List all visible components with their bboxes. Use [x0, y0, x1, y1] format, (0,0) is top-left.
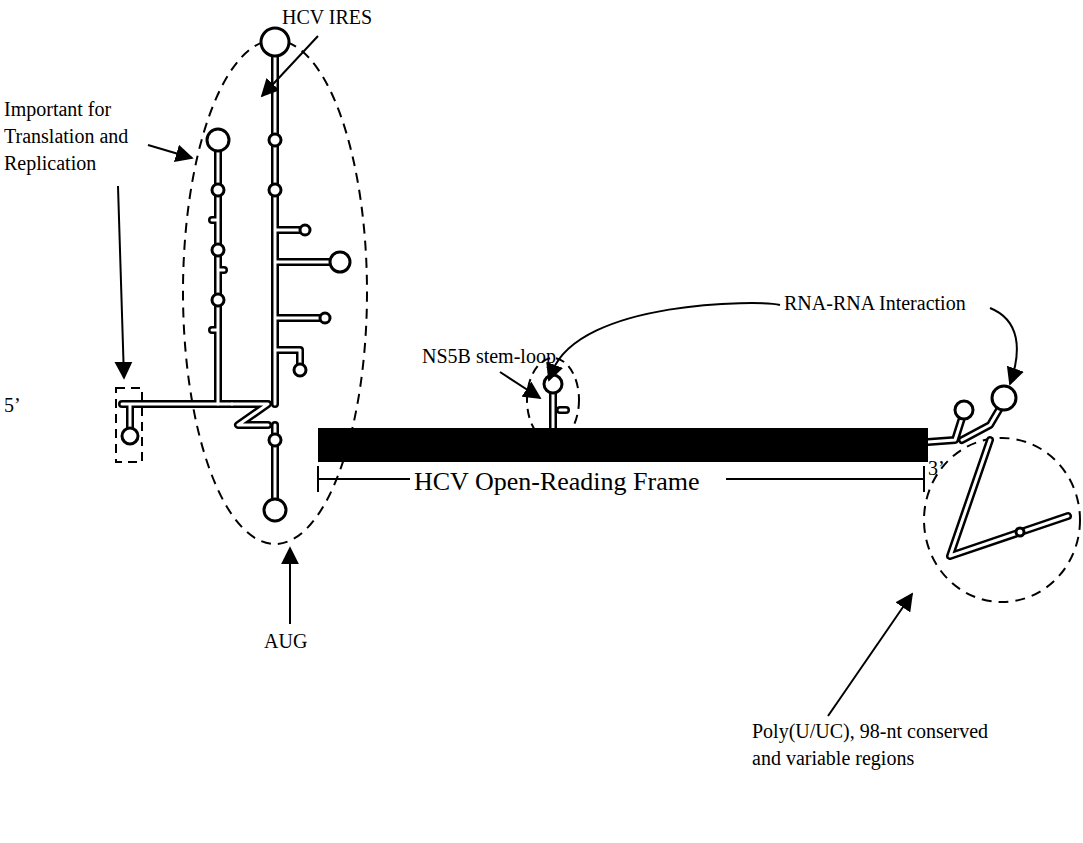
annotation-label: HCV Open-Reading Frame: [414, 464, 726, 499]
annotation-label: 5’: [4, 392, 44, 419]
annotation-label: HCV IRES: [282, 4, 392, 31]
annotation-label: AUG: [264, 628, 334, 655]
annotation-label: 3’: [928, 455, 958, 482]
annotation-label: Poly(U/UC), 98-nt conserved and variable…: [752, 718, 992, 772]
leader-arrow: [118, 36, 1017, 716]
rna-structure: [122, 55, 1068, 556]
orf-bar: [318, 428, 928, 462]
annotation-label: Important for Translation and Replicatio…: [4, 96, 164, 177]
annotation-label: NS5B stem-loop: [422, 343, 602, 370]
annotation-label: RNA-RNA Interaction: [784, 290, 1004, 317]
ires-outline: [183, 40, 367, 544]
rna-loops: [122, 28, 1024, 536]
